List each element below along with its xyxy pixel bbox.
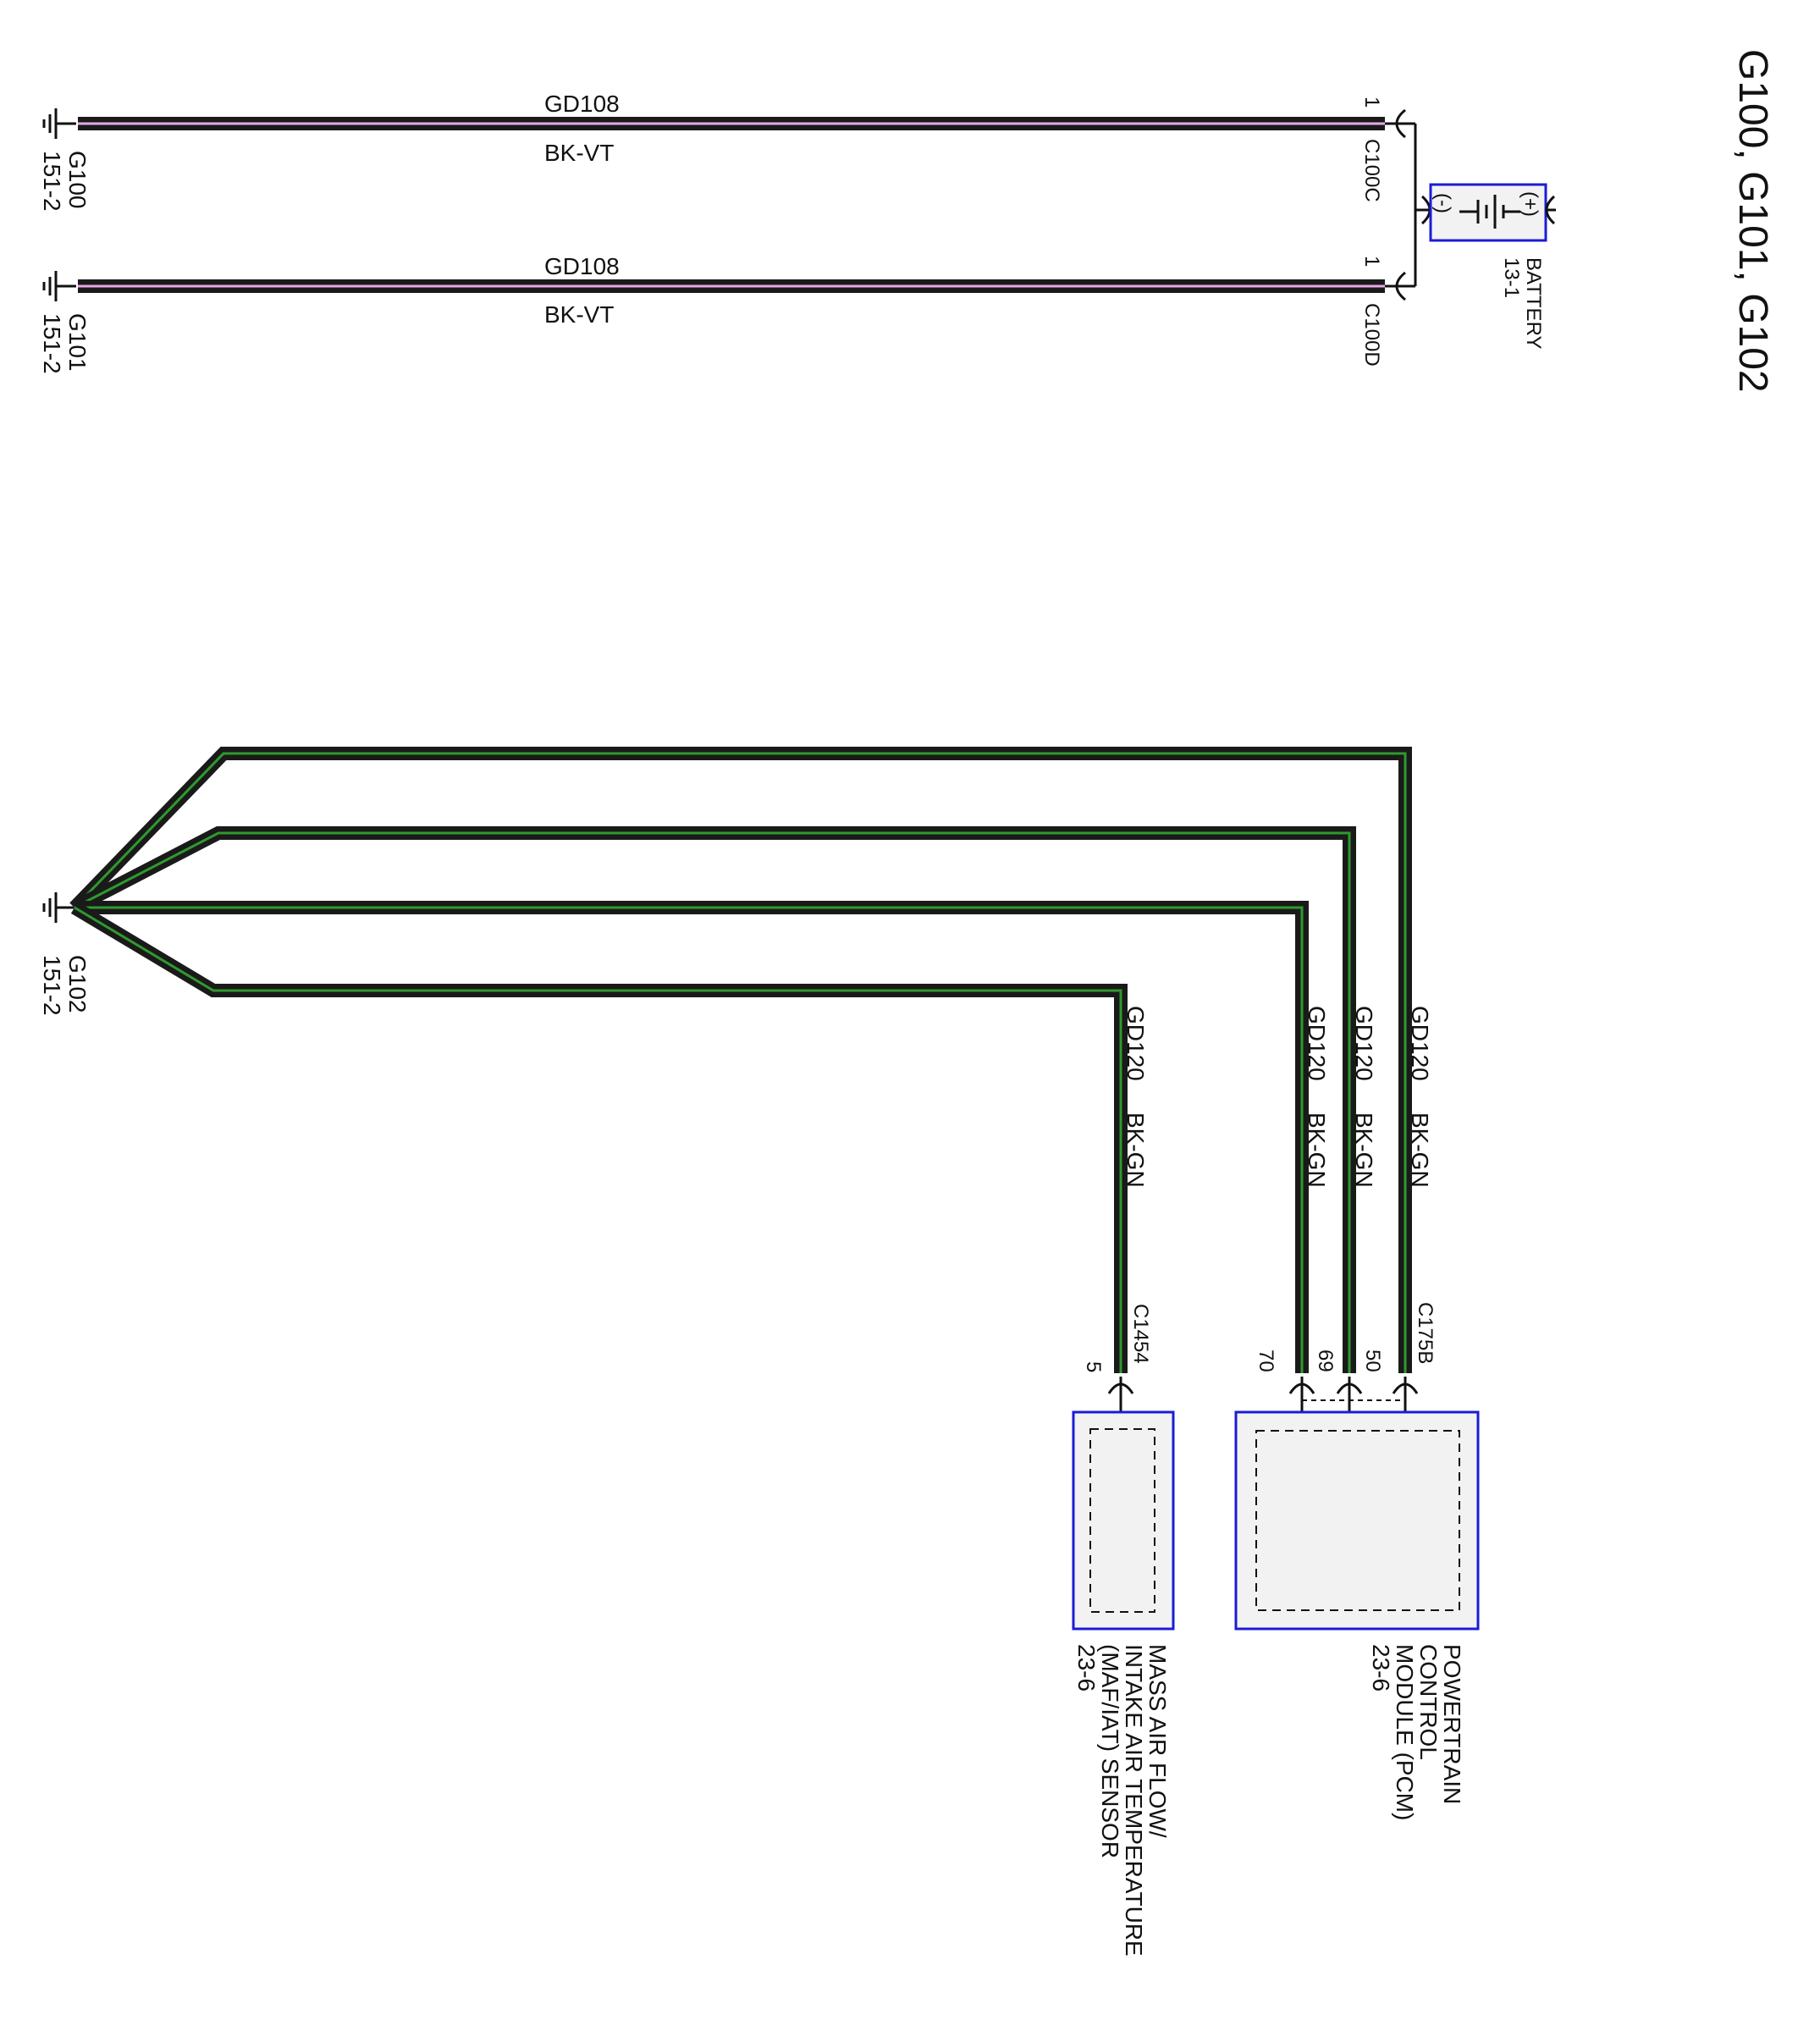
battery-pos-label: (+) xyxy=(1519,191,1541,217)
maf-name-line1: MASS AIR FLOW/ xyxy=(1144,1644,1171,1838)
connector-c100c-pin: 1 xyxy=(1360,97,1383,108)
wire-color-label: BK-GN xyxy=(1304,1112,1330,1188)
ground-g100-label: G100 xyxy=(64,151,91,209)
ground-g102-symbol xyxy=(42,892,74,923)
battery-neg-label: (-) xyxy=(1431,193,1454,213)
pin-number: 5 xyxy=(1082,1361,1105,1372)
ground-g102-ref: 151-2 xyxy=(39,955,65,1016)
maf-iat-sensor-component[interactable] xyxy=(1072,1410,1175,1631)
pcm-ref: 23-6 xyxy=(1368,1644,1394,1692)
pcm-name-line1: POWERTRAIN xyxy=(1439,1644,1465,1804)
wire-circuit-label: GD120 xyxy=(1304,1006,1330,1081)
maf-name-line3: (MAF/IAT) SENSOR xyxy=(1097,1644,1123,1858)
wire-color-label: BK-VT xyxy=(544,140,614,166)
connector-c100c-label: C100C xyxy=(1360,139,1383,202)
battery-positive-terminal xyxy=(1545,195,1556,225)
ground-g101-symbol xyxy=(42,271,76,301)
wire-color-label: BK-GN xyxy=(1407,1112,1433,1188)
battery-negative-link xyxy=(1414,124,1431,286)
ground-g101-label: G101 xyxy=(64,313,91,372)
battery-icon xyxy=(1459,195,1520,229)
connector-c100d-label: C100D xyxy=(1360,303,1383,367)
pcm-name-line2: CONTROL xyxy=(1415,1644,1442,1760)
wire-color-label: BK-GN xyxy=(1351,1112,1377,1188)
ground-g100-symbol xyxy=(42,108,76,139)
diagram-title: G100, G101, G102 xyxy=(1730,49,1775,393)
wire-g102-pcm-pin50[interactable] xyxy=(69,747,1412,1373)
ground-g102-label: G102 xyxy=(64,955,91,1013)
maf-ref: 23-6 xyxy=(1073,1644,1100,1692)
wire-circuit-label: GD108 xyxy=(544,91,620,117)
connector-c1454-label: C1454 xyxy=(1129,1304,1152,1364)
ground-g101-ref: 151-2 xyxy=(39,313,65,374)
wire-circuit-label: GD120 xyxy=(1122,1006,1149,1081)
pcm-component[interactable] xyxy=(1234,1410,1480,1631)
pin-number: 70 xyxy=(1255,1349,1277,1372)
battery-name: BATTERY xyxy=(1522,257,1545,349)
pin-number: 50 xyxy=(1361,1349,1384,1372)
connector-c100d-pin: 1 xyxy=(1360,256,1383,267)
maf-name-line2: INTAKE AIR TEMPERATURE xyxy=(1121,1644,1147,1956)
wire-circuit-label: GD120 xyxy=(1351,1006,1377,1081)
wire-circuit-label: GD108 xyxy=(544,253,620,279)
connector-c100d-terminal[interactable] xyxy=(1385,271,1415,301)
pcm-name-line3: MODULE (PCM) xyxy=(1392,1644,1418,1820)
connector-c100c-terminal[interactable] xyxy=(1385,108,1415,139)
pin-number: 69 xyxy=(1314,1349,1337,1372)
wire-circuit-label: GD120 xyxy=(1407,1006,1433,1081)
wire-color-label: BK-GN xyxy=(1122,1112,1149,1188)
battery-component[interactable] xyxy=(1429,183,1556,242)
wire-g102-pcm-pin69[interactable] xyxy=(71,826,1356,1373)
wire-g102-pcm-pin70[interactable] xyxy=(74,901,1309,1373)
wire-color-label: BK-VT xyxy=(544,301,614,328)
connector-c175b-label: C175B xyxy=(1414,1302,1437,1364)
battery-ref: 13-1 xyxy=(1500,257,1523,298)
wire-g102-maf-pin5[interactable] xyxy=(70,902,1128,1373)
ground-g100-ref: 151-2 xyxy=(39,151,65,212)
